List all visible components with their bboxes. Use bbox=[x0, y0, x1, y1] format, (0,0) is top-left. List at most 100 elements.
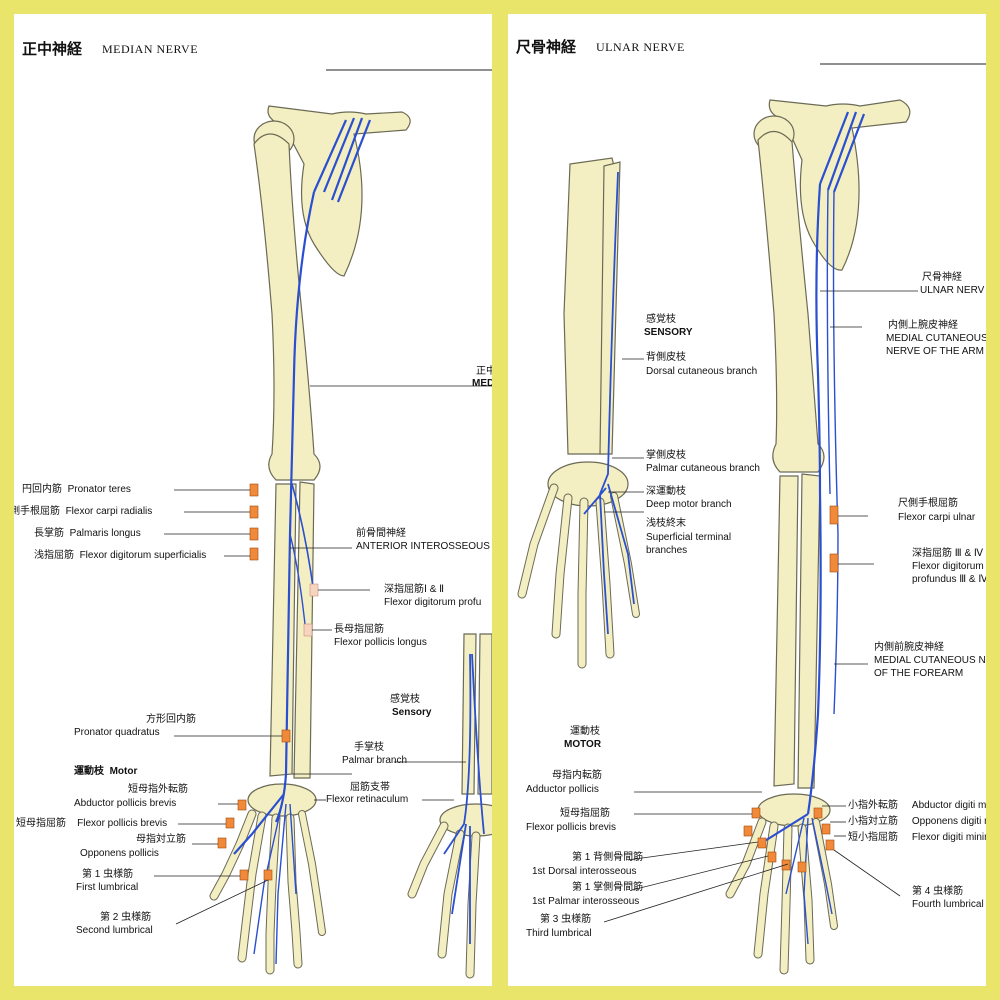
l3-jp: 第 3 虫様筋 bbox=[540, 914, 592, 925]
label-en: Pronator teres bbox=[67, 484, 131, 495]
median-nerve-label-en: MEDI bbox=[472, 378, 492, 389]
flexor-carpi-radialis-label: 側手根屈筋 Flexor carpi radialis bbox=[14, 506, 152, 518]
median-nerve-label-jp: 正中 bbox=[476, 366, 492, 377]
deep-jp: 深運動枝 bbox=[646, 486, 686, 497]
dorsal-forearm-illustration bbox=[517, 157, 640, 669]
apb-jp: 短母指外転筋 bbox=[128, 784, 188, 795]
add-en: Adductor pollicis bbox=[526, 784, 599, 795]
fpb-jp: 短母指屈筋 bbox=[16, 818, 66, 829]
fdp-jp: 深指屈筋 Ⅲ & Ⅳ bbox=[912, 548, 984, 559]
sensory-jp: 感覚枝 bbox=[646, 314, 676, 325]
ulnar-nerve-panel: 尺骨神経 ULNAR NERVE 感覚枝 SENSORY 背側皮枝 Dorsal… bbox=[508, 14, 986, 986]
radius bbox=[773, 475, 799, 787]
fdp-jp: 深指屈筋Ⅰ & Ⅱ bbox=[384, 584, 445, 595]
l3-en: Third lumbrical bbox=[526, 928, 592, 939]
fpb-jp: 短母指屈筋 bbox=[560, 808, 610, 819]
anterior-interosseous-en: ANTERIOR INTEROSSEOUS bbox=[356, 541, 490, 552]
l1-jp: 第 1 虫様筋 bbox=[82, 869, 134, 880]
mcnf-en2: OF THE FOREARM bbox=[874, 668, 964, 679]
sup-en2: branches bbox=[646, 545, 688, 556]
odm-jp: 小指対立筋 bbox=[848, 816, 898, 827]
label-jp: 浅指屈筋 bbox=[34, 550, 74, 561]
adm-jp: 小指外転筋 bbox=[848, 800, 898, 811]
motor-jp: 運動枝 bbox=[570, 726, 600, 737]
di1-jp: 第 1 背側骨間筋 bbox=[572, 852, 644, 863]
pi1-en: 1st Palmar interosseous bbox=[532, 896, 640, 907]
leader-lines bbox=[603, 290, 918, 923]
palmar-en: Palmar cutaneous branch bbox=[646, 463, 760, 474]
adm-label: 小指外転筋 Abductor digiti minimi bbox=[848, 800, 986, 812]
median-nerve bbox=[233, 117, 372, 965]
deep-en: Deep motor branch bbox=[646, 499, 732, 510]
ulnar-nerve-jp: 尺骨神経 bbox=[922, 272, 962, 283]
ulnar-title-en: ULNAR NERVE bbox=[596, 40, 685, 54]
dorsal-en: Dorsal cutaneous branch bbox=[646, 366, 758, 377]
leader-lines bbox=[154, 385, 492, 925]
label-en: Flexor carpi radialis bbox=[65, 506, 153, 517]
apb-en: Abductor pollicis brevis bbox=[74, 798, 177, 809]
median-nerve-panel: 正中神経 MEDIAN NERVE 正中 MEDI 円回内筋 Pronator … bbox=[14, 14, 492, 986]
scapula bbox=[768, 99, 911, 271]
retinaculum-jp: 屈筋支帯 bbox=[350, 782, 390, 793]
l2-en: Second lumbrical bbox=[76, 925, 153, 936]
scapula bbox=[267, 105, 411, 277]
l2-jp: 第 2 虫様筋 bbox=[100, 912, 152, 923]
fingers bbox=[725, 817, 838, 975]
median-illustration bbox=[154, 69, 492, 979]
fdm-en: Flexor digiti minimi bbox=[911, 832, 986, 843]
ulna bbox=[797, 473, 821, 789]
sup-jp: 浅枝終末 bbox=[646, 518, 686, 529]
ulnar-nerve-en: ULNAR NERV bbox=[920, 285, 985, 296]
fcu-en: Flexor carpi ulnar bbox=[898, 512, 976, 523]
median-title-jp: 正中神経 bbox=[22, 40, 83, 58]
op-jp: 母指対立筋 bbox=[136, 834, 186, 845]
fpb-label: 短母指屈筋 Flexor pollicis brevis bbox=[16, 818, 167, 830]
fdm-label: 短小指屈筋 Flexor digiti minimi bbox=[848, 832, 986, 844]
motor-en: MOTOR bbox=[564, 739, 602, 750]
retinaculum-en: Flexor retinaculum bbox=[326, 794, 409, 805]
palmaris-longus-label: 長掌筋 Palmaris longus bbox=[34, 528, 141, 540]
mcnf-en1: MEDIAL CUTANEOUS NE bbox=[874, 655, 986, 666]
fpl-en: Flexor pollicis longus bbox=[334, 637, 427, 648]
l4-jp: 第 4 虫様筋 bbox=[912, 886, 964, 897]
label-jp: 円回内筋 bbox=[22, 484, 62, 495]
fdp-en: Flexor digitorum profu bbox=[384, 597, 482, 608]
adm-en: Abductor digiti minimi bbox=[911, 800, 986, 811]
odm-label: 小指対立筋 Opponens digiti minimi bbox=[848, 816, 986, 828]
fdp-en1: Flexor digitorum bbox=[912, 561, 984, 572]
palmar-jp: 掌側皮枝 bbox=[646, 450, 686, 461]
sensory-en: SENSORY bbox=[644, 327, 693, 338]
sensory-hand-illustration bbox=[407, 633, 492, 979]
fingers bbox=[237, 810, 326, 975]
fpb-en: Flexor pollicis brevis bbox=[526, 822, 617, 833]
sup-en1: Superficial terminal bbox=[646, 532, 732, 543]
mcna-en1: MEDIAL CUTANEOUS bbox=[886, 333, 986, 344]
dorsal-jp: 背側皮枝 bbox=[646, 352, 686, 363]
palmar-branch-en: Palmar branch bbox=[342, 755, 408, 766]
op-en: Opponens pollicis bbox=[80, 848, 159, 859]
ulnar-illustration bbox=[517, 63, 986, 975]
motor-en: Motor bbox=[109, 766, 138, 777]
label-en: Flexor digitorum superficialis bbox=[79, 550, 207, 561]
ulnar-title-jp: 尺骨神経 bbox=[516, 38, 577, 56]
palmar-branch-jp: 手掌枝 bbox=[354, 742, 384, 753]
add-jp: 母指内転筋 bbox=[552, 770, 602, 781]
fcu-jp: 尺側手根屈筋 bbox=[898, 498, 958, 509]
label-jp: 側手根屈筋 bbox=[14, 506, 60, 517]
l1-en: First lumbrical bbox=[76, 882, 139, 893]
fpl-jp: 長母指屈筋 bbox=[334, 624, 384, 635]
muscle-markers bbox=[217, 483, 291, 881]
mcna-en2: NERVE OF THE ARM bbox=[886, 346, 984, 357]
sensory-jp: 感覚枝 bbox=[390, 694, 420, 705]
ulnar-nerve bbox=[759, 111, 866, 945]
anterior-interosseous-jp: 前骨間神経 bbox=[356, 528, 406, 539]
label-jp: 長掌筋 bbox=[34, 528, 64, 539]
median-title-en: MEDIAN NERVE bbox=[102, 42, 199, 56]
fpb-en: Flexor pollicis brevis bbox=[77, 818, 168, 829]
sensory-en: Sensory bbox=[392, 707, 432, 718]
pi1-jp: 第 1 掌側骨間筋 bbox=[572, 882, 644, 893]
motor-jp: 運動枝 bbox=[74, 766, 104, 777]
odm-en: Opponens digiti minimi bbox=[911, 816, 986, 827]
mcnf-jp: 内側前腕皮神経 bbox=[874, 642, 944, 653]
mcna-jp: 内側上腕皮神経 bbox=[888, 320, 958, 331]
